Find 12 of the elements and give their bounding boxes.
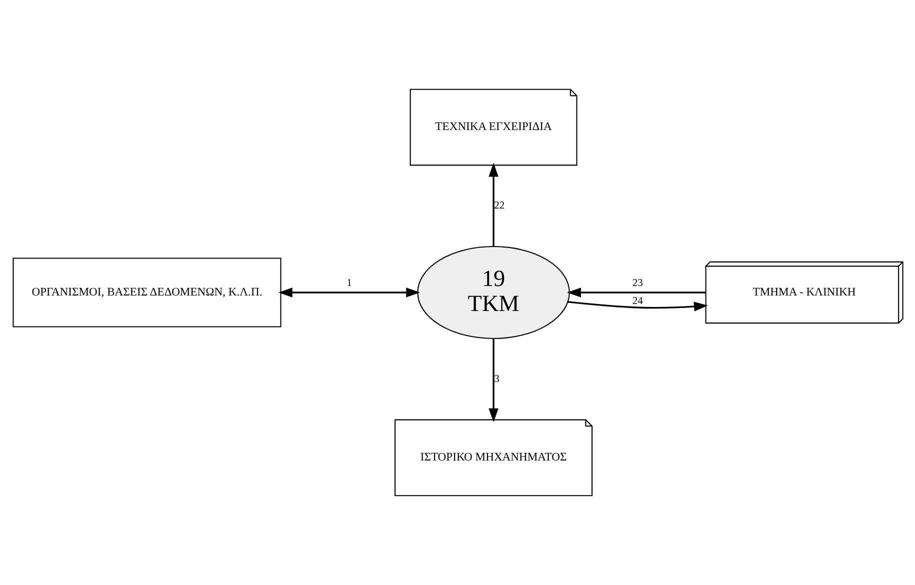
node-ellipse: 19 ΤΚΜ [416, 246, 570, 340]
arrow [278, 288, 420, 298]
arrow [566, 288, 706, 298]
edge-label: 1 [346, 278, 352, 290]
arrow [567, 301, 708, 312]
arrow [488, 162, 498, 246]
edge-label: 3 [494, 374, 499, 385]
edge-label: 23 [632, 278, 642, 290]
arrow [488, 338, 498, 422]
edge-label: 24 [632, 296, 642, 308]
node-box: ΟΡΓΑΝΙΣΜΟΙ, ΒΑΣΕΙΣ ΔΕΔΟΜΕΝΩΝ, Κ.Λ.Π. [12, 258, 281, 328]
edge-label: 22 [494, 200, 504, 212]
